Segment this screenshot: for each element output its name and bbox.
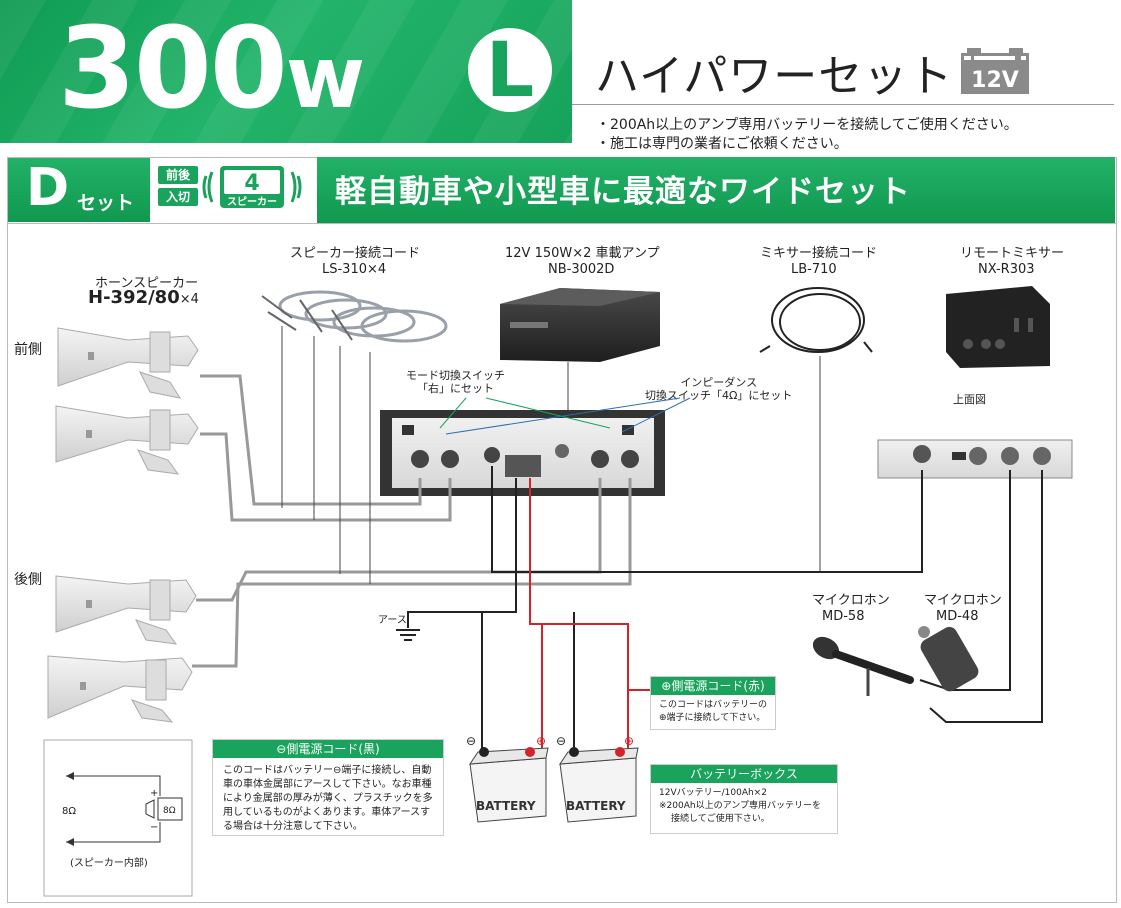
notes: ・200Ah以上のアンプ専用バッテリーを接続してご使用ください。 ・施工は専門の… (596, 116, 1018, 154)
minus-cord-callout: ⊖側電源コード(黒) このコードはバッテリー⊖端子に接続し、自動車の車体金属部に… (212, 739, 444, 836)
remote-mixer-model: NX-R303 (978, 262, 1035, 277)
horn-speaker-4 (47, 655, 193, 723)
power-wires (407, 478, 650, 748)
minus-sign: ⊖ (556, 734, 566, 748)
set-bar-right (317, 157, 1115, 223)
plus-cord-title: ⊕側電源コード(赤) (651, 677, 775, 695)
remote-mixer-name: リモートミキサー (960, 246, 1065, 261)
earth-symbol (396, 629, 420, 641)
mic-cable (919, 470, 1011, 691)
speaker-wires (192, 374, 632, 668)
mic2-name: マイクロホン (924, 593, 1002, 608)
horn-speaker-2 (55, 405, 199, 475)
diagram-frame (7, 222, 1117, 903)
inset-caption: (スピーカー内部) (70, 856, 148, 869)
plus-sign: ⊕ (536, 734, 546, 748)
badge-speaker: スピーカー (227, 196, 277, 208)
header-divider (572, 104, 1114, 105)
mode-switch-note: モード切換スイッチ 「右」にセット (406, 369, 505, 395)
impedance-note: インピーダンス 切換スイッチ「4Ω」にセット (645, 376, 793, 402)
badge-front-rear: 前後 (158, 166, 198, 184)
mixer-cord-name: ミキサー接続コード (760, 246, 878, 261)
callout-lines (439, 397, 691, 435)
inset-speaker-diagram: 8Ω 8Ω + − (スピーカー内部) (43, 739, 193, 897)
rear-label: 後側 (14, 572, 42, 588)
microphone-md58 (812, 636, 914, 696)
inset-plus: + (150, 788, 158, 799)
note-line: ・200Ah以上のアンプ専用バッテリーを接続してご使用ください。 (596, 117, 1018, 133)
plus-sign: ⊕ (624, 734, 634, 748)
battery-2-label: BATTERY (566, 799, 626, 813)
top-view-label: 上面図 (953, 393, 986, 406)
mic-cable (929, 470, 1043, 723)
plus-cord-callout: ⊕側電源コード(赤) このコードはバッテリーの⊕端子に接続して下さい。 (650, 676, 776, 730)
speaker-cord-coils (261, 290, 448, 343)
horn-speaker-1 (57, 327, 199, 399)
battery-1: BATTERY (469, 747, 549, 823)
cord-drops (281, 326, 821, 584)
battery-2: BATTERY (559, 747, 639, 823)
badge-switch: 入切 (158, 188, 198, 206)
set-letter: D (26, 158, 70, 218)
battery-12v-icon: 12V (961, 48, 1029, 94)
microphone-md48 (918, 626, 979, 692)
inset-minus: − (150, 822, 158, 833)
inset-ohm-box: 8Ω (163, 806, 176, 816)
mixer-cord-coil (759, 287, 873, 353)
battery-box-title: バッテリーボックス (651, 765, 837, 783)
earth-label: アース (378, 615, 407, 626)
set-subtitle: ハイパワーセット (595, 51, 954, 102)
mixer-cord-model: LB-710 (791, 262, 837, 277)
mic1-name: マイクロホン (812, 593, 890, 608)
mic1-model: MD-58 (822, 609, 865, 624)
amp-name: 12V 150W×2 車載アンプ (505, 246, 660, 261)
speaker-4-icon: 4 スピーカー (202, 166, 302, 208)
power-title: 300w (58, 4, 365, 134)
mic2-model: MD-48 (936, 609, 979, 624)
amp-rear-panel (380, 410, 665, 496)
set-label: セット (77, 192, 135, 214)
set-bar-left (8, 158, 150, 222)
wiring-diagram: BATTERY BATTERY ⊖ ⊕ ⊖ ⊕ 8Ω 8Ω + − (スピーカー… (43, 286, 1073, 897)
horn-speaker-model: H-392/80×4 (88, 287, 199, 308)
cord-name: スピーカー接続コード (290, 246, 421, 261)
battery-box-body: 12Vバッテリー/100Ah×2 ※200Ah以上のアンプ専用バッテリーを 接続… (659, 788, 821, 824)
battery-1-label: BATTERY (476, 799, 536, 813)
note-line: ・施工は専門の業者にご依頼ください。 (596, 136, 848, 152)
amplifier-unit (500, 288, 660, 362)
battery-box-callout: バッテリーボックス 12Vバッテリー/100Ah×2 ※200Ah以上のアンプ専… (650, 764, 838, 834)
amp-model: NB-3002D (548, 262, 615, 277)
horn-speaker-3 (55, 575, 197, 645)
plus-cord-body: このコードはバッテリーの⊕端子に接続して下さい。 (659, 700, 768, 723)
horn-speaker-name: ホーンスピーカー (95, 276, 199, 291)
front-label: 前側 (14, 342, 42, 358)
set-headline: 軽自動車や小型車に最適なワイドセット (335, 174, 911, 210)
mixer-top-view (877, 439, 1073, 479)
mixer-signal-wire (491, 466, 923, 573)
inset-ohm-left: 8Ω (62, 806, 76, 817)
cord-model: LS-310×4 (322, 262, 387, 277)
voltage-badge: 12V (971, 68, 1019, 93)
badge-number: 4 (244, 171, 259, 196)
minus-sign: ⊖ (466, 734, 476, 748)
minus-cord-body: このコードはバッテリー⊖端子に接続し、自動車の車体金属部にアースして下さい。なお… (223, 765, 433, 832)
size-mark: L (468, 28, 552, 112)
minus-cord-title: ⊖側電源コード(黒) (213, 740, 443, 758)
remote-mixer-unit (946, 286, 1050, 368)
